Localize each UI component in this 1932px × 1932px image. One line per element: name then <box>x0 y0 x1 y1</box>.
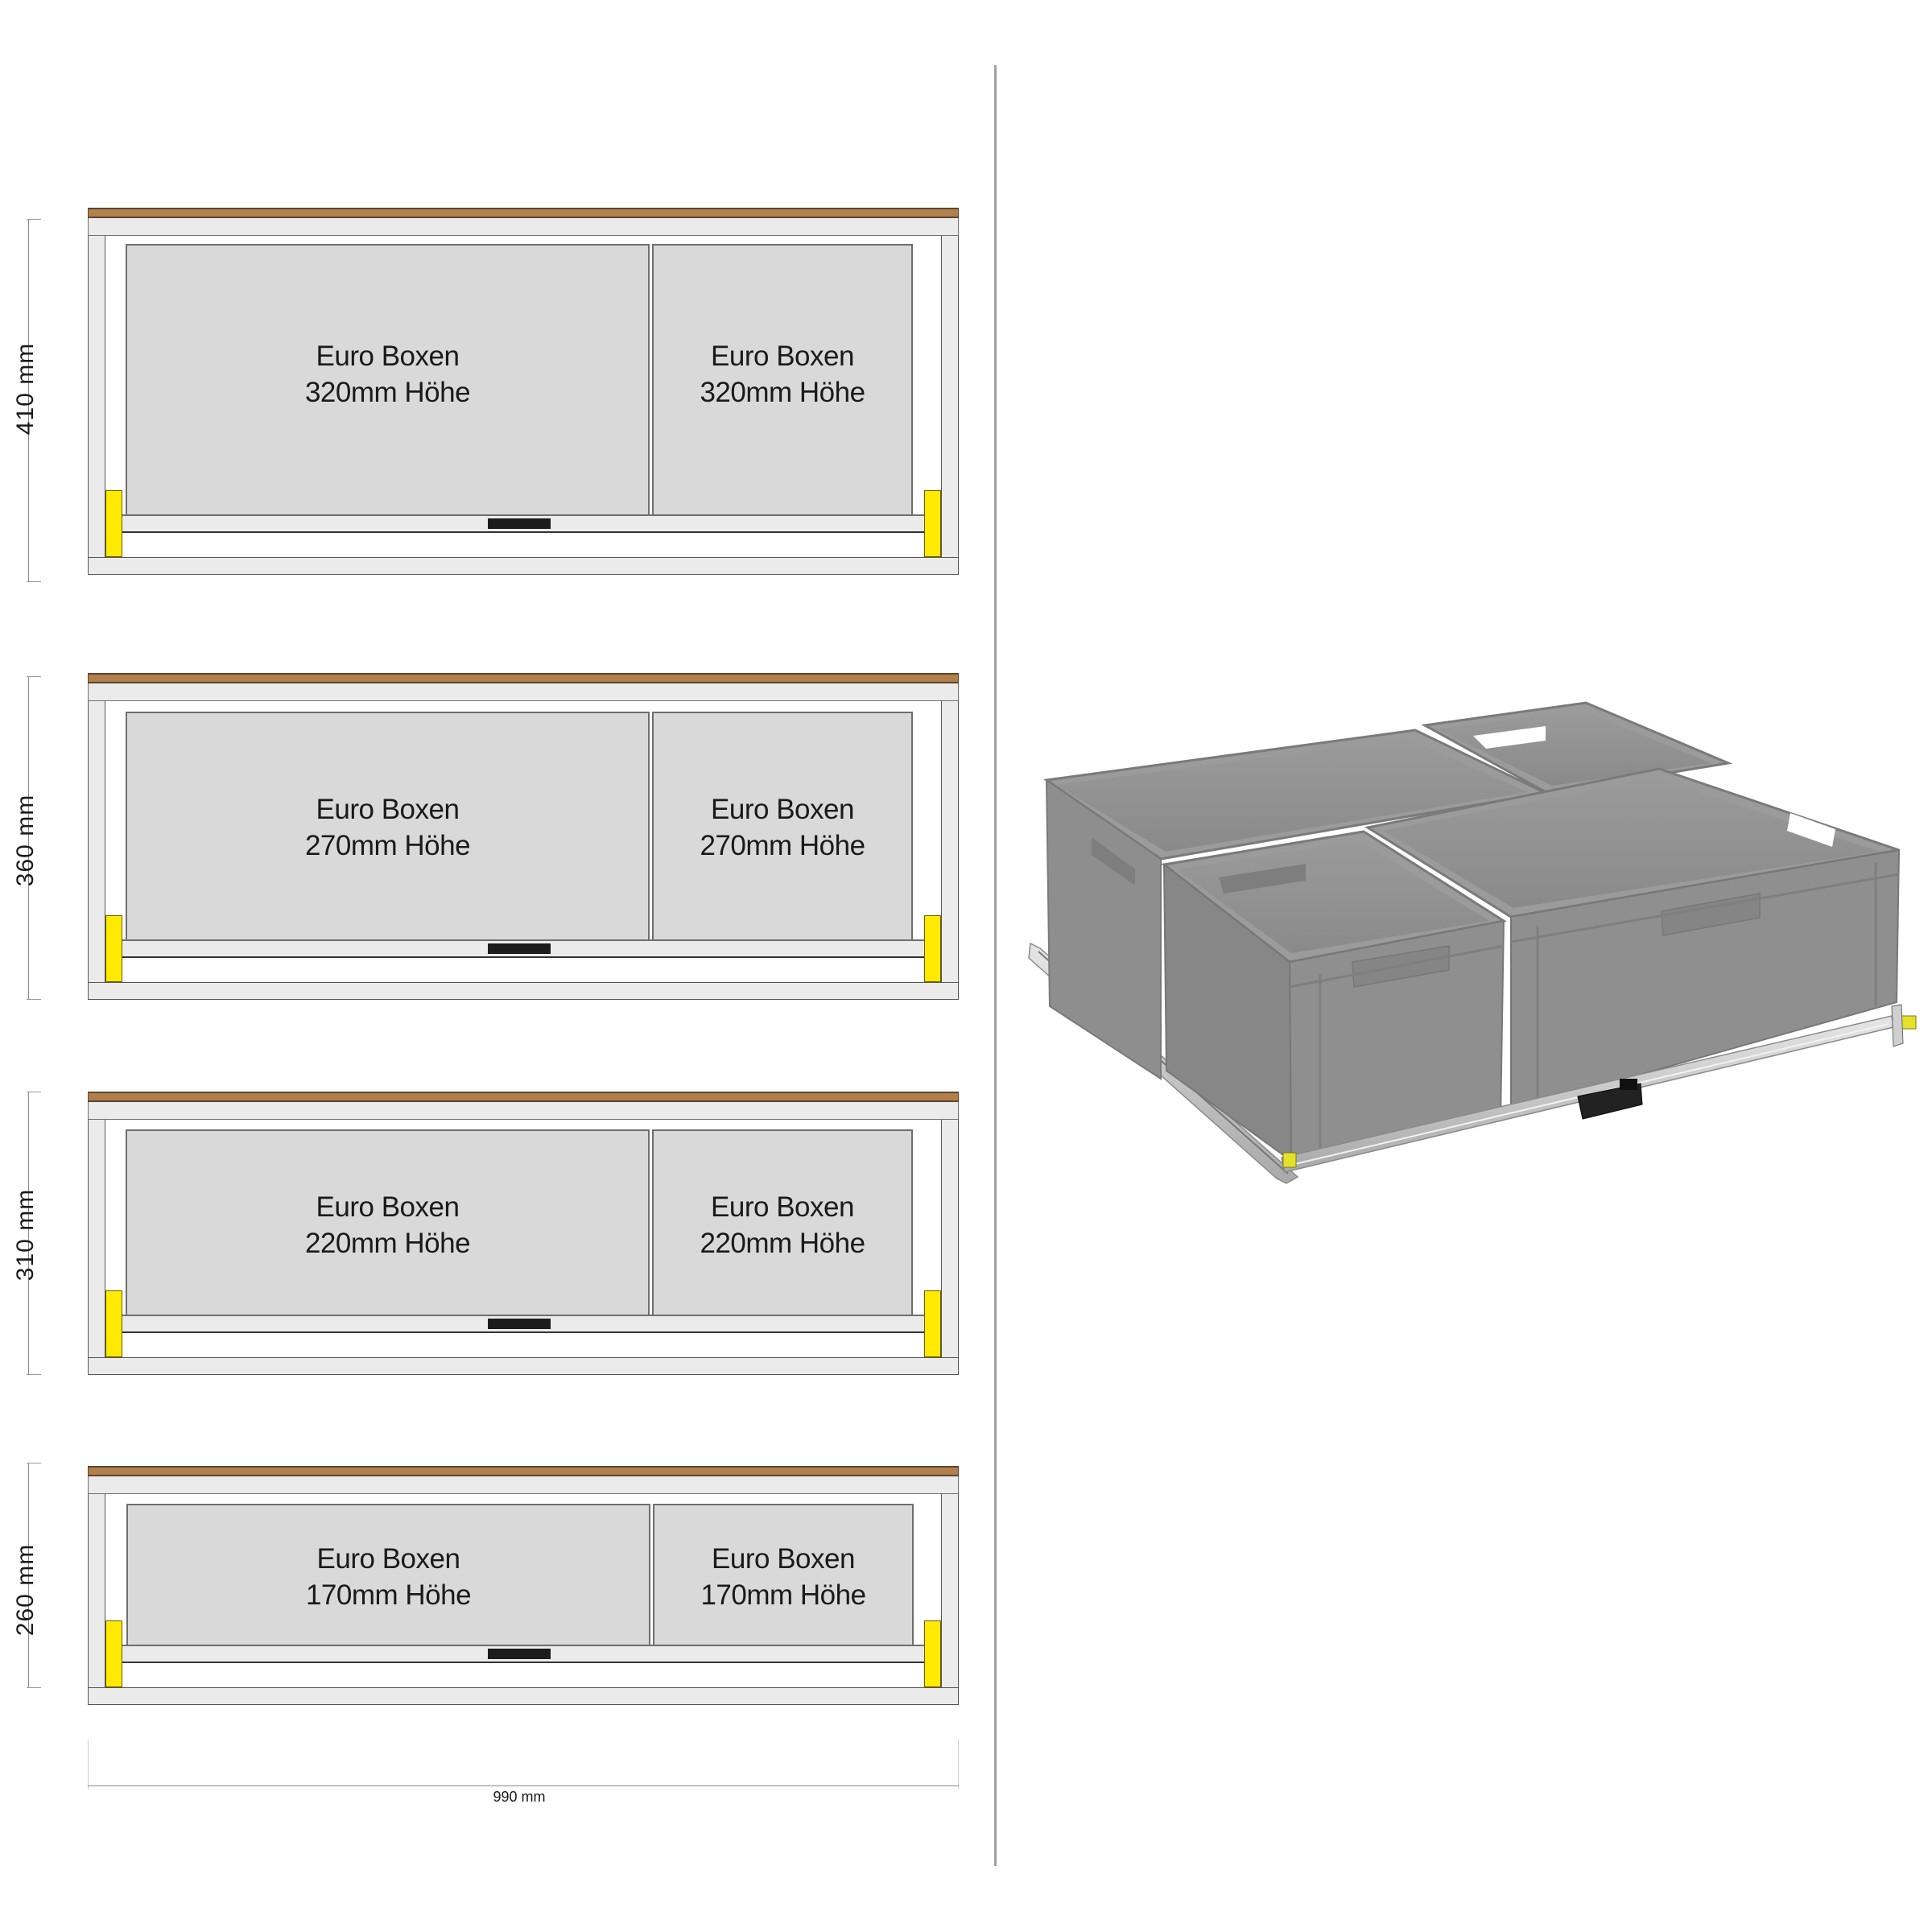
yellow-rail-clip-left <box>105 1620 122 1687</box>
top-panel <box>88 1476 959 1494</box>
euro-box-small: Euro Boxen 220mm Höhe <box>652 1129 913 1315</box>
width-dimension-line <box>88 1785 959 1786</box>
width-extension-line-left <box>88 1740 89 1790</box>
euro-box-back-left <box>1042 729 1550 1080</box>
box-label-title: Euro Boxen <box>316 1543 460 1575</box>
drawer-section-360: Euro Boxen 270mm Höhe Euro Boxen 270mm H… <box>88 673 959 1000</box>
box-label-height: 320mm Höhe <box>304 377 471 408</box>
euro-box-large: Euro Boxen 270mm Höhe <box>126 712 650 939</box>
worktop-wood <box>88 208 959 218</box>
right-side-panel <box>941 236 959 557</box>
height-dimension-line-1 <box>27 219 41 582</box>
worktop-wood <box>88 1466 959 1476</box>
left-side-panel <box>88 236 105 557</box>
drawer-section-310: Euro Boxen 220mm Höhe Euro Boxen 220mm H… <box>88 1092 959 1375</box>
yellow-rail-clip-right <box>924 1620 941 1687</box>
yellow-rail-clip-left <box>105 490 122 557</box>
box-label-title: Euro Boxen <box>316 794 460 825</box>
height-dimension-label-3: 310 mm <box>12 1188 39 1282</box>
euro-box-small: Euro Boxen 320mm Höhe <box>652 244 913 514</box>
bottom-panel <box>88 557 959 575</box>
top-panel <box>88 218 959 236</box>
right-side-panel <box>941 701 959 982</box>
height-dimension-label-2: 360 mm <box>12 794 39 887</box>
vertical-separator <box>994 65 997 1866</box>
drawer-render-3d <box>1028 701 1917 1184</box>
right-side-panel <box>941 1494 959 1687</box>
yellow-rail-clip-right <box>924 1290 941 1357</box>
bottom-panel <box>88 1687 959 1705</box>
box-label-title: Euro Boxen <box>711 1191 854 1223</box>
box-label-title: Euro Boxen <box>711 341 854 372</box>
width-dimension-label: 990 mm <box>493 1789 546 1805</box>
box-label-height: 220mm Höhe <box>304 1228 471 1259</box>
box-label-height: 270mm Höhe <box>304 830 471 861</box>
box-label-title: Euro Boxen <box>712 1543 855 1575</box>
box-label-height: 220mm Höhe <box>700 1228 865 1259</box>
box-label-title: Euro Boxen <box>316 1191 460 1223</box>
yellow-rail-clip-right <box>924 490 941 557</box>
height-dimension-line-3 <box>27 1092 41 1375</box>
euro-box-front-right <box>1364 767 1901 1113</box>
yellow-rail-clip-left <box>105 915 122 982</box>
height-dimension-label-4: 260 mm <box>12 1543 39 1637</box>
euro-box-small: Euro Boxen 270mm Höhe <box>652 712 913 939</box>
worktop-wood <box>88 673 959 683</box>
drawer-handle[interactable] <box>488 518 551 529</box>
euro-box-large: Euro Boxen 170mm Höhe <box>126 1504 650 1645</box>
box-label-title: Euro Boxen <box>316 341 460 372</box>
height-dimension-line-4 <box>27 1463 41 1688</box>
box-label-height: 270mm Höhe <box>700 830 865 861</box>
yellow-rail-clip-right <box>924 915 941 982</box>
top-panel <box>88 1102 959 1120</box>
yellow-clip-right <box>1901 1015 1917 1030</box>
right-side-panel <box>941 1120 959 1357</box>
top-panel <box>88 683 959 701</box>
height-dimension-line-2 <box>27 676 41 1000</box>
drawer-handle[interactable] <box>488 943 551 954</box>
worktop-wood <box>88 1092 959 1102</box>
box-label-height: 170mm Höhe <box>700 1579 866 1611</box>
bottom-panel <box>88 982 959 1000</box>
drawer-handle[interactable] <box>488 1319 551 1329</box>
euro-box-large: Euro Boxen 320mm Höhe <box>126 244 650 514</box>
drawer-handle-3d <box>1577 1079 1643 1120</box>
yellow-rail-clip-left <box>105 1290 122 1357</box>
yellow-clip-left <box>1282 1152 1297 1168</box>
euro-box-front-left <box>1161 830 1507 1162</box>
box-label-height: 320mm Höhe <box>700 377 865 408</box>
drawer-section-260: Euro Boxen 170mm Höhe Euro Boxen 170mm H… <box>88 1466 959 1705</box>
height-dimension-label-1: 410 mm <box>12 342 39 436</box>
width-extension-line-right <box>958 1740 959 1790</box>
euro-box-small: Euro Boxen 170mm Höhe <box>653 1504 914 1645</box>
left-side-panel <box>88 1494 105 1687</box>
euro-box-large: Euro Boxen 220mm Höhe <box>126 1129 650 1315</box>
box-label-title: Euro Boxen <box>711 794 854 825</box>
left-side-panel <box>88 701 105 982</box>
box-label-height: 170mm Höhe <box>305 1579 472 1611</box>
drawer-handle[interactable] <box>488 1649 551 1659</box>
drawer-section-410: Euro Boxen 320mm Höhe Euro Boxen 320mm H… <box>88 208 959 575</box>
bottom-panel <box>88 1357 959 1375</box>
left-side-panel <box>88 1120 105 1357</box>
